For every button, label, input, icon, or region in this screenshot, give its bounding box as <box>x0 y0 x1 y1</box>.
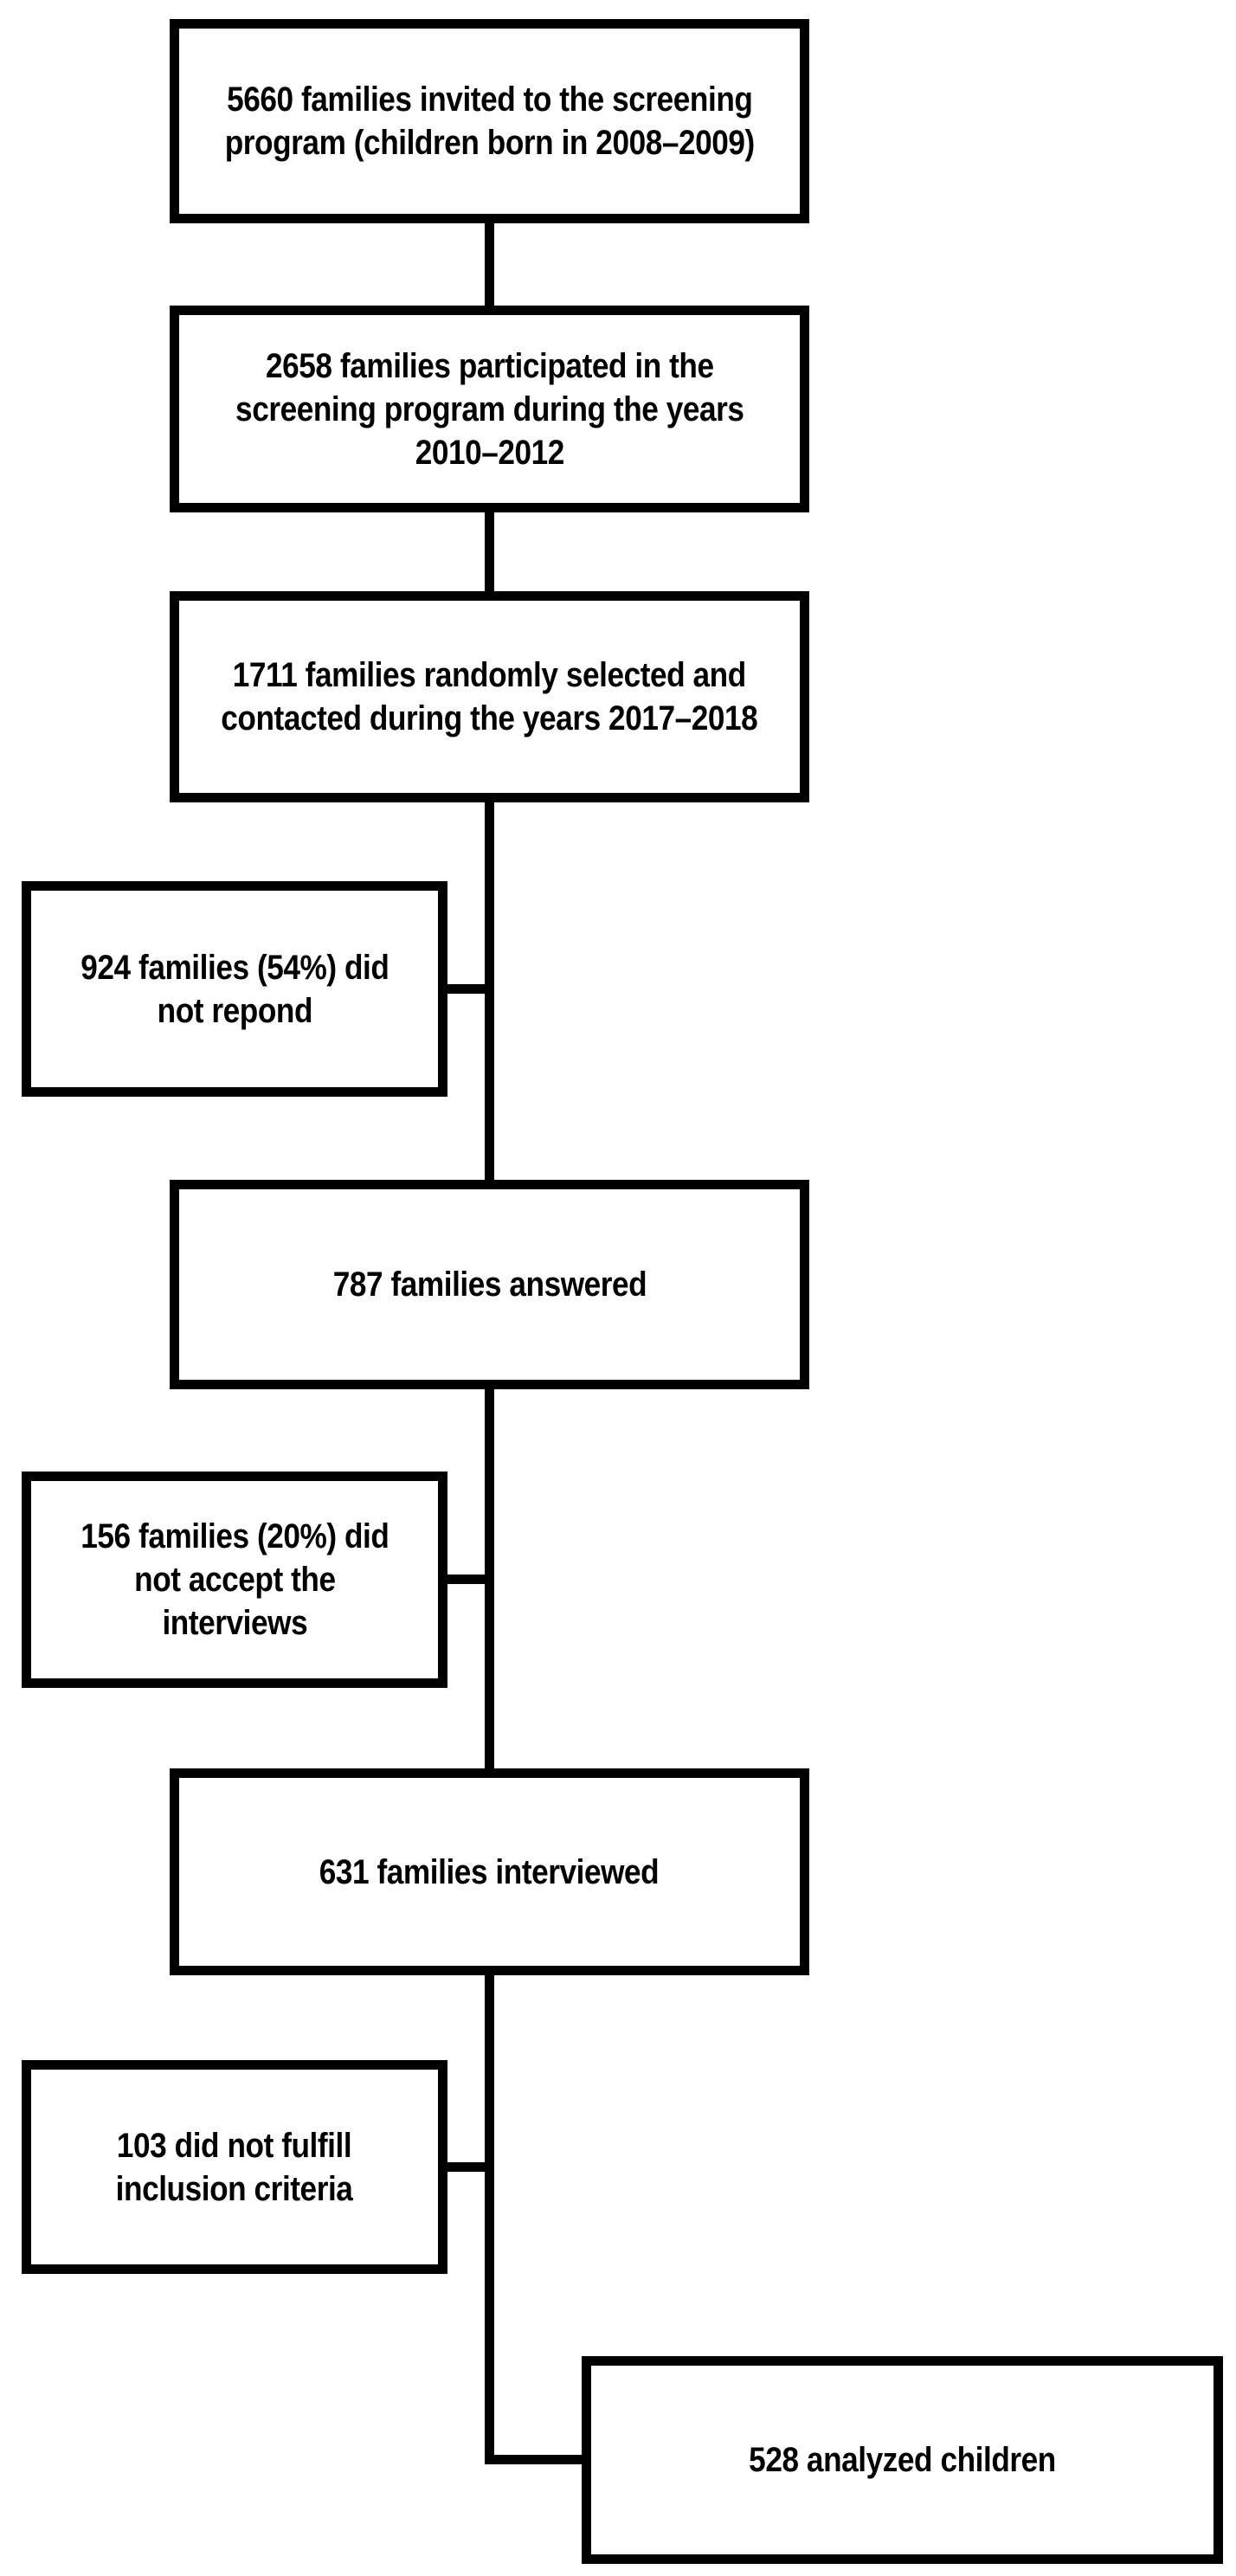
flow-box-excluded-text: 103 did not fulfill inclusion criteria <box>116 2124 353 2211</box>
flow-box-invited-text: 5660 families invited to the screening p… <box>224 78 755 164</box>
connector-answered-to-interviewed <box>485 1387 494 1771</box>
text-line: not accept the <box>133 1561 336 1599</box>
text-line: 2010–2012 <box>415 433 564 472</box>
text-line: screening program during the years <box>235 390 744 428</box>
text-line: 631 families interviewed <box>319 1852 660 1891</box>
connector-selected-to-answered <box>485 800 494 1182</box>
connector-elbow-analyzed <box>485 2455 585 2464</box>
text-line: 787 families answered <box>332 1265 647 1304</box>
flow-box-interviewed-text: 631 families interviewed <box>319 1851 660 1894</box>
connector-branch-declined <box>445 1575 488 1584</box>
flow-box-declined-interview-text: 156 families (20%) did not accept the in… <box>80 1515 389 1645</box>
text-line: 528 analyzed children <box>749 2441 1056 2479</box>
text-line: 5660 families invited to the screening <box>226 80 753 119</box>
flow-box-analyzed: 528 analyzed children <box>582 2356 1223 2564</box>
connector-branch-no-response <box>445 984 488 994</box>
text-line: inclusion criteria <box>116 2169 353 2208</box>
connector-branch-excluded <box>445 2162 488 2172</box>
text-line: interviews <box>162 1604 307 1642</box>
flow-box-interviewed: 631 families interviewed <box>170 1768 809 1975</box>
flow-box-participated: 2658 families participated in the screen… <box>170 306 809 512</box>
text-line: 156 families (20%) did <box>80 1517 389 1555</box>
text-line: 1711 families randomly selected and <box>232 656 747 694</box>
flow-box-participated-text: 2658 families participated in the screen… <box>235 345 744 474</box>
text-line: 924 families (54%) did <box>80 948 389 987</box>
text-line: program (children born in 2008–2009) <box>224 124 755 162</box>
text-line: 103 did not fulfill <box>117 2126 352 2165</box>
connector-invited-to-participated <box>485 221 494 308</box>
text-line: not repond <box>157 991 312 1030</box>
flow-box-selected: 1711 families randomly selected and cont… <box>170 591 809 802</box>
flow-box-no-response: 924 families (54%) did not repond <box>22 881 447 1097</box>
flow-box-no-response-text: 924 families (54%) did not repond <box>80 946 389 1033</box>
flow-box-invited: 5660 families invited to the screening p… <box>170 19 809 223</box>
flow-box-declined-interview: 156 families (20%) did not accept the in… <box>22 1472 447 1688</box>
connector-interviewed-to-analyzed <box>485 1973 494 2464</box>
text-line: contacted during the years 2017–2018 <box>221 699 758 737</box>
flow-box-selected-text: 1711 families randomly selected and cont… <box>221 654 757 740</box>
text-line: 2658 families participated in the <box>265 346 714 385</box>
flow-box-excluded: 103 did not fulfill inclusion criteria <box>22 2060 447 2274</box>
flow-box-answered: 787 families answered <box>170 1180 809 1389</box>
connector-participated-to-selected <box>485 510 494 594</box>
flow-box-analyzed-text: 528 analyzed children <box>749 2438 1056 2482</box>
flow-box-answered-text: 787 families answered <box>332 1263 647 1306</box>
